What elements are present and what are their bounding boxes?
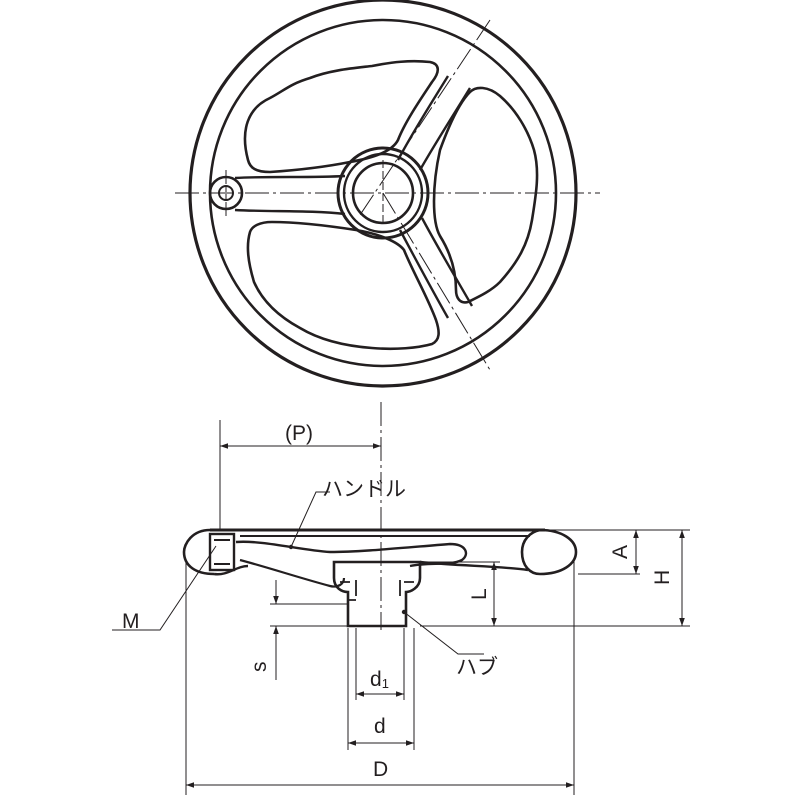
handle-grip-lower	[239, 558, 346, 588]
window-bottom-left	[246, 220, 440, 351]
label-d1: d1	[370, 668, 389, 691]
label-s: s	[248, 662, 271, 673]
top-view	[175, 0, 600, 388]
label-big-d: D	[373, 758, 388, 781]
label-l: L	[468, 588, 491, 600]
centerline-diagonal	[359, 19, 491, 216]
side-view	[182, 402, 578, 630]
label-d: d	[374, 715, 386, 738]
labels: (P) ハンドル M ハブ A H L s d1 d D	[122, 422, 674, 781]
spoke-left	[234, 174, 346, 216]
window-right	[432, 86, 539, 304]
handle-boss-section	[208, 532, 236, 572]
leader-hub	[403, 611, 484, 655]
label-a: A	[609, 545, 632, 559]
window-top-left	[243, 59, 440, 174]
label-m: M	[122, 610, 140, 633]
label-hub: ハブ	[456, 656, 498, 679]
label-d1-main: d	[370, 668, 382, 691]
label-p: (P)	[285, 422, 313, 445]
leader-m	[112, 545, 217, 631]
hub-body	[332, 560, 422, 628]
hub-set-screw	[340, 581, 414, 601]
leader-handle	[290, 491, 330, 548]
rim-left-section	[182, 528, 215, 576]
spoke-lower-right	[398, 217, 474, 319]
rim-bottom-line	[213, 560, 529, 576]
label-d1-sub: 1	[382, 676, 389, 691]
label-h: H	[651, 570, 674, 585]
rim-right-section	[520, 528, 578, 576]
label-handle: ハンドル	[322, 478, 406, 501]
dimensions	[112, 420, 690, 795]
